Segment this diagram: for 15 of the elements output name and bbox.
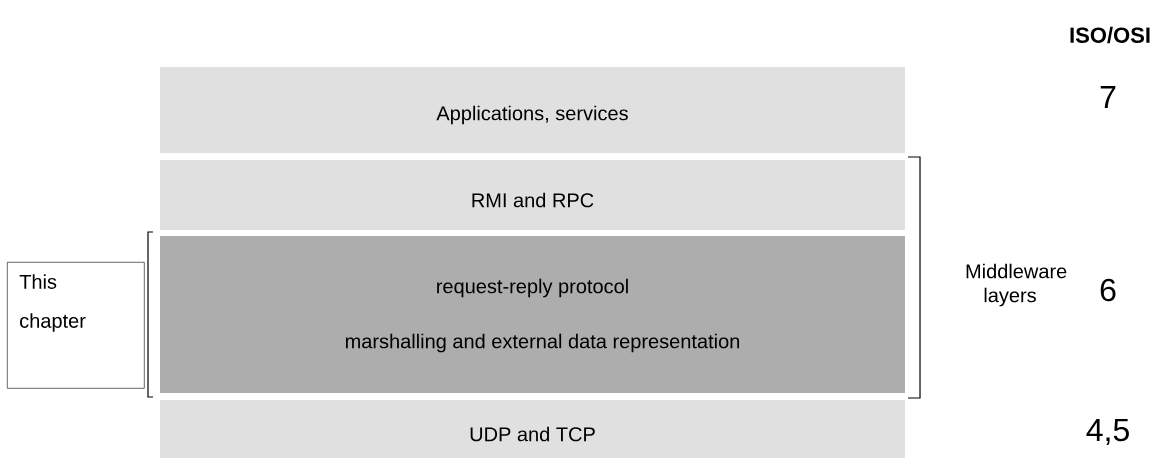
note-box: This chapter (7, 262, 145, 389)
bracket-label: Middleware layers (966, 263, 1067, 307)
layer-label: UDP and TCP (470, 426, 595, 442)
layer-label: request-reply protocol (437, 278, 628, 298)
layer-number: 7 (1100, 86, 1116, 108)
layer-box (160, 236, 905, 393)
layer-number: 4,5 (1086, 418, 1129, 446)
layer-box (160, 67, 905, 153)
layer-label: RMI and RPC (472, 192, 594, 208)
heading: ISO/OSI (1070, 26, 1150, 44)
layer-label: marshalling and external data representation (345, 333, 739, 353)
layer-box (160, 160, 905, 230)
layer-label: Applications, services (436, 105, 628, 125)
layer-number: 6 (1100, 278, 1116, 302)
layer-box (160, 400, 905, 458)
